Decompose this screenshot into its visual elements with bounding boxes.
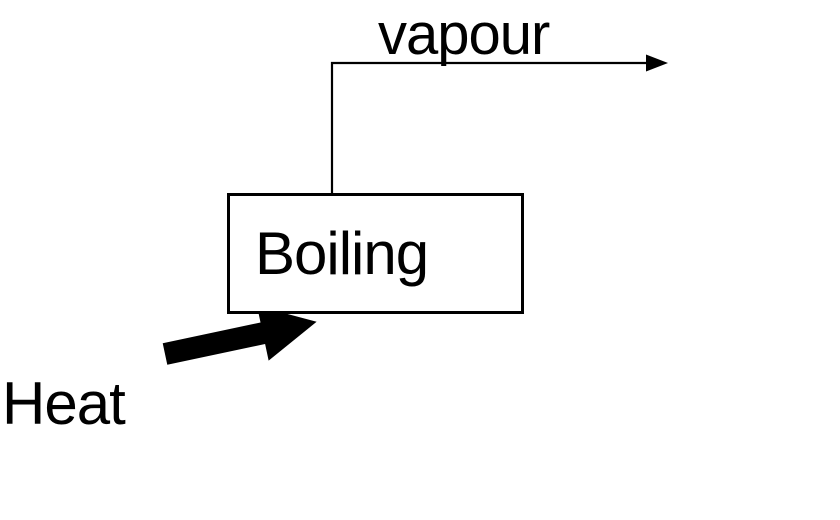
heat-arrow-icon [162,305,317,365]
heat-label: Heat [2,370,126,437]
vapour-arrowhead-icon [646,54,668,72]
heat-arrow-group [162,305,317,365]
vapour-label: vapour [378,2,550,67]
vapour-connector-line [330,61,649,193]
boiling-box: Boiling [227,193,524,314]
boiling-box-label: Boiling [255,219,429,287]
